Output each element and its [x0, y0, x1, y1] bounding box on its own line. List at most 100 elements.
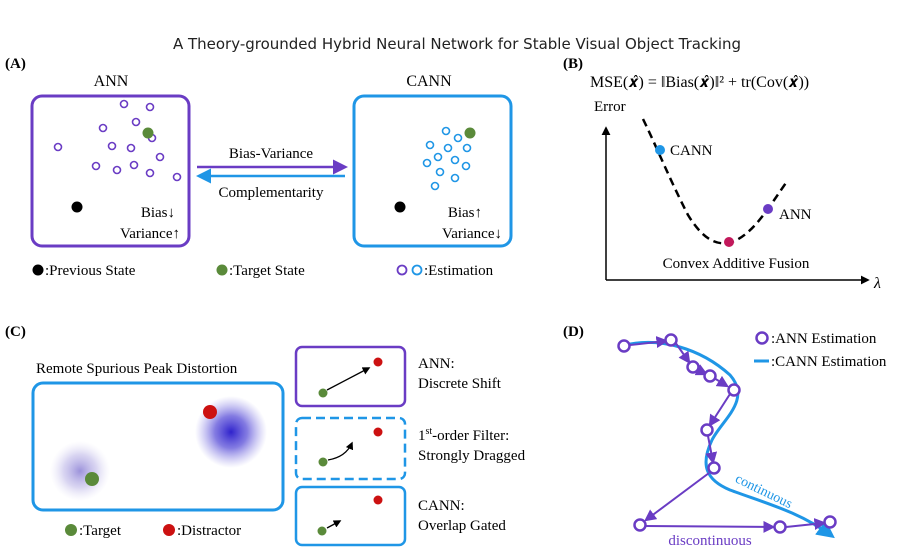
ann-bias-text: Bias↓ — [141, 205, 175, 221]
ann-error-point — [763, 204, 773, 214]
spurious-peak-title: Remote Spurious Peak Distortion — [36, 361, 238, 377]
cann-estimate-point — [450, 173, 460, 183]
cann-estimate-point — [435, 167, 445, 177]
ann-step-arrow — [644, 520, 776, 533]
complementarity-label: Complementarity — [219, 185, 324, 201]
lambda-axis-label: λ — [873, 275, 881, 292]
legend-ann-estimation-marker — [755, 331, 769, 345]
ann-estimate-point — [145, 168, 155, 178]
ann-estimation-point — [617, 339, 631, 353]
cann-estimate-point — [450, 155, 460, 165]
ann-variance-text: Variance↑ — [120, 226, 180, 242]
ann-estimate-point — [53, 142, 63, 152]
legend-target-text: :Target State — [229, 263, 305, 279]
legend-cann-estimate-marker — [411, 264, 423, 276]
ann-estimation-point — [823, 515, 837, 529]
cann-estimate-point — [430, 181, 440, 191]
ann-estimate-point — [91, 161, 101, 171]
panel-d-label: (D) — [563, 324, 584, 340]
ann-step-arrow — [674, 341, 691, 364]
ann-step-arrow — [705, 435, 718, 465]
ann-estimation-point — [664, 333, 678, 347]
ann-step-arrow — [785, 518, 827, 530]
ann-step-arrow — [644, 472, 710, 522]
cann-error-label: CANN — [670, 143, 713, 159]
ann-target-state — [142, 127, 154, 139]
cann-target-state — [464, 127, 476, 139]
ann-shift-arrow — [326, 367, 371, 391]
ann-estimate-point — [131, 117, 141, 127]
target-dot — [85, 472, 99, 486]
ann-step-arrow — [713, 375, 730, 388]
fusion-label: Convex Additive Fusion — [663, 256, 810, 272]
ann-box — [30, 94, 191, 248]
cann-estimate-point — [441, 126, 451, 136]
error-axis-label: Error — [594, 99, 626, 115]
bias-variance-label: Bias-Variance — [229, 146, 313, 162]
cann-error-point — [655, 145, 665, 155]
cann-estimate-point — [443, 143, 453, 153]
legend-target-label: :Target — [79, 523, 122, 539]
ann-estimate-point — [172, 172, 182, 182]
legend-estimation-text: :Estimation — [424, 263, 494, 279]
ann-box-distractor — [373, 357, 383, 367]
legend-cann-estimation-text: :CANN Estimation — [771, 354, 887, 370]
ann-step-arrow — [708, 393, 731, 428]
ann-error-label: ANN — [779, 207, 812, 223]
filter-line2: Strongly Dragged — [418, 448, 526, 464]
ann-estimate-point — [155, 152, 165, 162]
ann-estimation-point — [700, 423, 714, 437]
filter-drag-box — [294, 416, 407, 481]
ann-estimation-point — [727, 383, 741, 397]
legend-ann-estimate-marker — [396, 264, 408, 276]
cann-estimate-point — [433, 152, 443, 162]
legend-previous-marker — [32, 264, 44, 276]
ann-estimation-point — [707, 461, 721, 475]
ann-estimate-point — [129, 160, 139, 170]
distractor-dot — [203, 405, 217, 419]
ann-estimation-point — [773, 520, 787, 534]
cann-gated-line1: CANN: — [418, 498, 465, 514]
cann-trajectory — [624, 341, 835, 539]
legend-distractor-dot — [163, 524, 175, 536]
mse-formula: MSE(𝒙̂) = ‖Bias(𝒙̂)‖² + tr(Cov(𝒙̂)) — [590, 74, 809, 91]
fusion-point — [724, 237, 734, 247]
cann-box-distractor — [373, 495, 383, 505]
legend-distractor-label: :Distractor — [177, 523, 241, 539]
cann-estimates — [422, 126, 472, 191]
ann-shift-line2: Discrete Shift — [418, 376, 502, 392]
cann-bias-text: Bias↑ — [448, 205, 482, 221]
filter-drag-arrow — [327, 441, 354, 461]
legend-target-marker — [216, 264, 228, 276]
ann-estimate-point — [98, 123, 108, 133]
cann-estimate-point — [425, 140, 435, 150]
legend-previous-text: :Previous State — [45, 263, 136, 279]
ann-title: ANN — [94, 73, 129, 90]
ann-step-arrow — [629, 336, 669, 349]
ann-estimate-point — [145, 102, 155, 112]
ann-estimate-point — [126, 143, 136, 153]
panel-c-label: (C) — [5, 324, 26, 340]
legend-target-dot — [65, 524, 77, 536]
cann-estimate-point — [462, 143, 472, 153]
response-map-box — [31, 381, 285, 512]
ann-previous-state — [71, 201, 83, 213]
target-response-blob — [50, 441, 110, 501]
ann-trajectory — [629, 336, 827, 533]
cann-previous-state — [394, 201, 406, 213]
ann-shift-line1: ANN: — [418, 356, 455, 372]
legend-ann-estimation-text: :ANN Estimation — [771, 331, 877, 347]
filter-box-distractor — [373, 427, 383, 437]
cann-estimate-point — [461, 161, 471, 171]
continuous-label: continuous — [733, 472, 795, 512]
filter-line1: 1st-order Filter: — [418, 426, 509, 444]
cann-title: CANN — [406, 73, 452, 90]
ann-estimate-point — [112, 165, 122, 175]
cann-variance-text: Variance↓ — [442, 226, 502, 242]
figure-title: A Theory-grounded Hybrid Neural Network … — [173, 35, 741, 53]
ann-estimation-point — [686, 360, 700, 374]
ann-estimation-points — [617, 333, 837, 534]
mse-curve — [641, 118, 790, 245]
discontinuous-label: discontinuous — [668, 533, 751, 549]
